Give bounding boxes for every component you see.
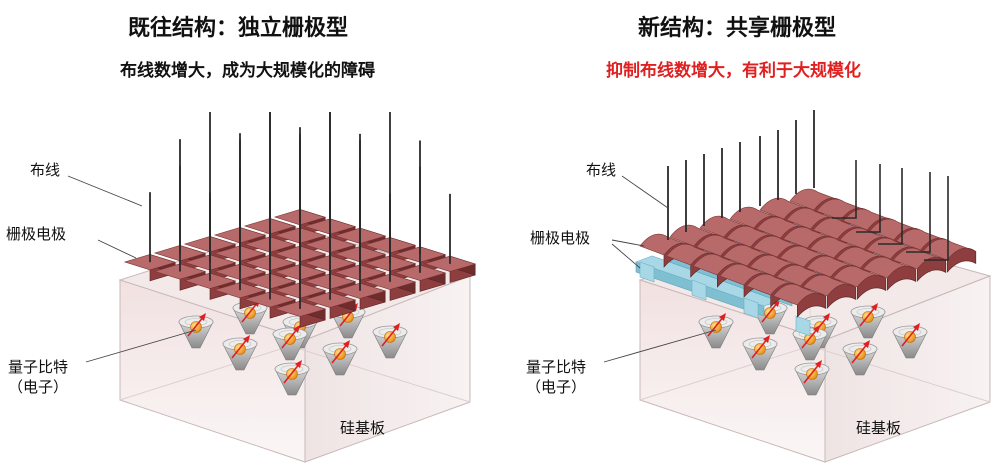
leader-line-gate (97, 239, 137, 259)
qubit-spin-arrow (851, 342, 869, 364)
right-structure-drawing (603, 110, 992, 463)
wiring-line (832, 160, 857, 219)
shared-gate-electrode-arch (832, 265, 887, 300)
shared-gate-electrode-arch (772, 283, 827, 318)
left-label-qubit-line1: 量子比特 (8, 358, 69, 376)
left-label-wiring: 布线 (30, 161, 61, 179)
qubit-spin-arrow (331, 342, 349, 364)
right-label-qubit: 量子比特 （电子） (526, 357, 586, 397)
left-structure-drawing (67, 112, 477, 463)
qubit (892, 323, 928, 359)
arch-top (922, 238, 977, 261)
qubit-spin-arrow (901, 325, 919, 347)
arch-top (772, 283, 827, 306)
leader-line-gate (611, 243, 641, 269)
qubit (222, 335, 258, 371)
left-label-qubit-line2: （电子） (8, 378, 69, 396)
leader-line-wiring (67, 175, 143, 207)
qubit-spin-arrowhead (393, 323, 400, 331)
wiring-line (856, 164, 881, 233)
left-label-qubit: 量子比特 （电子） (8, 357, 68, 397)
gate-block-top (213, 282, 267, 299)
shared-gate-electrode-arch (802, 274, 857, 309)
arch-top (802, 274, 857, 297)
qubit-spin-arrow (761, 301, 779, 323)
qubit-spin-arrowhead (243, 335, 250, 343)
gate-block-top (123, 254, 177, 271)
qubit-spin-arrowhead (763, 335, 770, 343)
wiring-line (906, 172, 931, 253)
shared-gate-post (795, 315, 811, 337)
right-label-qubit-line1: 量子比特 (526, 358, 587, 376)
qubit (850, 303, 886, 339)
right-label-gate-electrode: 栅极电极 (530, 229, 591, 247)
left-label-substrate: 硅基板 (340, 419, 386, 437)
right-label-wiring: 布线 (586, 161, 617, 179)
leader-line-gate (611, 239, 645, 247)
qubit-spin-arrowhead (863, 340, 870, 348)
qubit (178, 313, 214, 349)
qubit (274, 360, 310, 396)
right-label-substrate: 硅基板 (856, 419, 902, 437)
right-label-qubit-line2: （电子） (526, 378, 587, 396)
qubit-spin-arrowhead (815, 360, 822, 368)
right-subtitle: 抑制布线数增大，有利于大规模化 (606, 61, 861, 81)
left-label-gate-electrode: 栅极电极 (6, 225, 67, 243)
leader-line-qubit (603, 329, 717, 363)
qubit (794, 360, 830, 396)
shared-gate-electrode-arch (862, 256, 917, 291)
qubit-spin-arrow (283, 362, 301, 384)
qubit-spin-arrowhead (293, 325, 300, 333)
right-title: 新结构：共享栅极型 (638, 16, 837, 41)
left-title: 既往结构：独立栅极型 (128, 16, 349, 41)
qubit (698, 313, 734, 349)
qubit-spin-arrow (803, 362, 821, 384)
qubit-spin-arrowhead (343, 340, 350, 348)
qubit-spin-arrowhead (199, 313, 206, 321)
qubit (272, 325, 308, 361)
arch-top (832, 265, 887, 288)
qubit-spin-arrow (231, 337, 249, 359)
qubit (742, 335, 778, 371)
qubit-spin-arrow (859, 305, 877, 327)
qubit-spin-arrowhead (823, 313, 830, 321)
shared-gate-electrode-arch (922, 238, 977, 273)
qubit-spin-arrowhead (871, 303, 878, 311)
qubit-spin-arrow (241, 301, 259, 323)
leader-line-wiring (621, 175, 669, 209)
qubit-spin-arrowhead (913, 323, 920, 331)
qubit (842, 340, 878, 376)
wiring-line (924, 176, 949, 261)
shared-gate-post (639, 261, 655, 283)
shared-gate-post (691, 279, 707, 301)
qubit (322, 340, 358, 376)
qubit-spin-arrow (707, 315, 725, 337)
leader-line-qubit (85, 329, 197, 363)
qubit-spin-arrowhead (719, 313, 726, 321)
qubit-spin-arrowhead (295, 360, 302, 368)
qubit-spin-arrowhead (813, 325, 820, 333)
qubit-spin-arrow (751, 337, 769, 359)
wiring-line (878, 168, 903, 245)
arch-top (862, 256, 917, 279)
qubit (372, 323, 408, 359)
shared-gate-post (743, 297, 759, 319)
qubit-spin-arrow (801, 327, 819, 349)
left-subtitle: 布线数增大，成为大规模化的障碍 (120, 61, 375, 81)
qubit-spin-arrow (281, 327, 299, 349)
qubit-spin-arrow (187, 315, 205, 337)
qubit-spin-arrow (381, 325, 399, 347)
